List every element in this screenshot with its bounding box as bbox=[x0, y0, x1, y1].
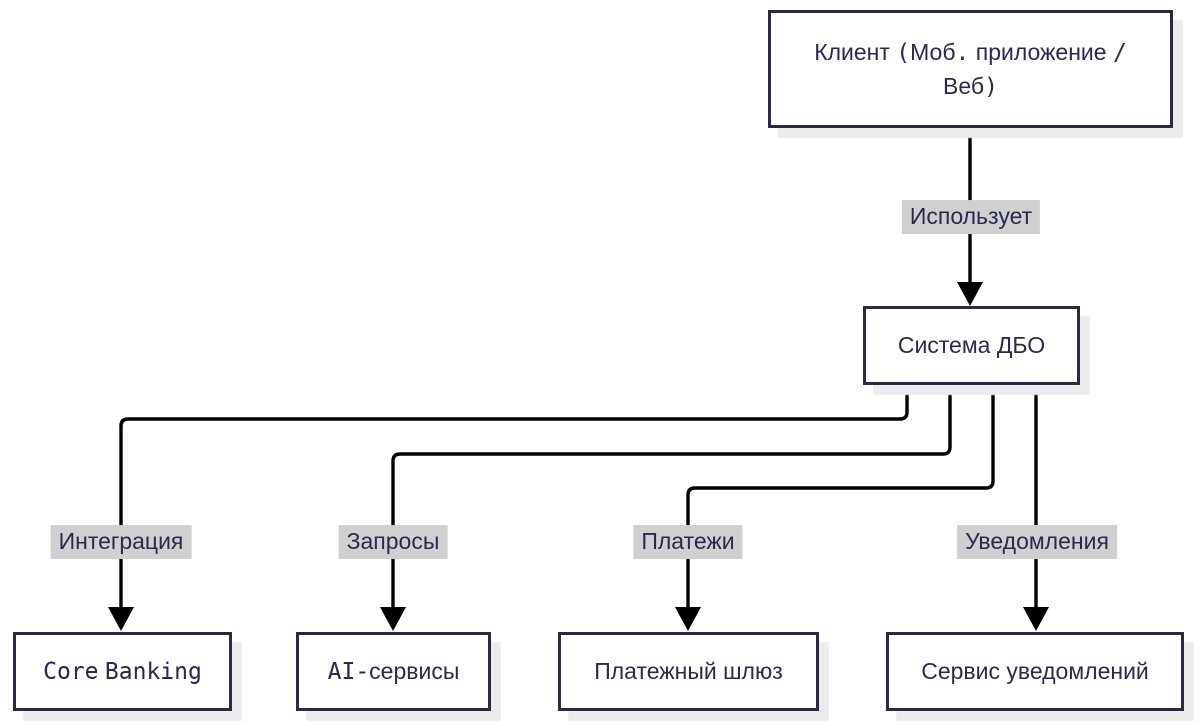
node-payment-gateway: Платежный шлюз bbox=[558, 632, 819, 711]
edge-dbo-ai-services bbox=[391, 385, 952, 608]
node-ai-services-label: AI-сервисы bbox=[327, 658, 460, 685]
edge-label-payments: Платежи bbox=[633, 525, 743, 559]
edge-label-notifications: Уведомления bbox=[957, 525, 1117, 559]
node-notification-service: Сервис уведомлений bbox=[886, 632, 1184, 711]
edge-label-requests: Запросы bbox=[338, 525, 448, 559]
edge-dbo-payment-gateway bbox=[686, 385, 995, 608]
edge-label-uses: Использует bbox=[901, 200, 1041, 234]
node-payment-gateway-label: Платежный шлюз bbox=[594, 658, 783, 685]
node-client-label-line2: Веб) bbox=[943, 73, 998, 99]
arrowhead-ai-services bbox=[380, 607, 406, 631]
node-dbo-label: Система ДБО bbox=[897, 332, 1046, 359]
edge-label-integration: Интеграция bbox=[50, 525, 192, 559]
node-client: Клиент (Моб. приложение / Веб) bbox=[768, 10, 1173, 128]
node-client-label-line1: Клиент (Моб. приложение / bbox=[814, 38, 1127, 65]
node-core-banking: Core Banking bbox=[13, 632, 232, 711]
arrowhead-payment-gateway bbox=[675, 607, 701, 631]
edge-dbo-core-banking bbox=[119, 385, 909, 608]
node-core-banking-label: Core Banking bbox=[43, 658, 202, 685]
node-ai-services: AI-сервисы bbox=[296, 632, 491, 711]
arrowhead-core-banking bbox=[108, 607, 134, 631]
arrowhead-notification-service bbox=[1023, 607, 1049, 631]
arrowhead-dbo bbox=[957, 282, 983, 306]
node-dbo: Система ДБО bbox=[863, 306, 1080, 385]
node-notification-service-label: Сервис уведомлений bbox=[921, 658, 1149, 685]
